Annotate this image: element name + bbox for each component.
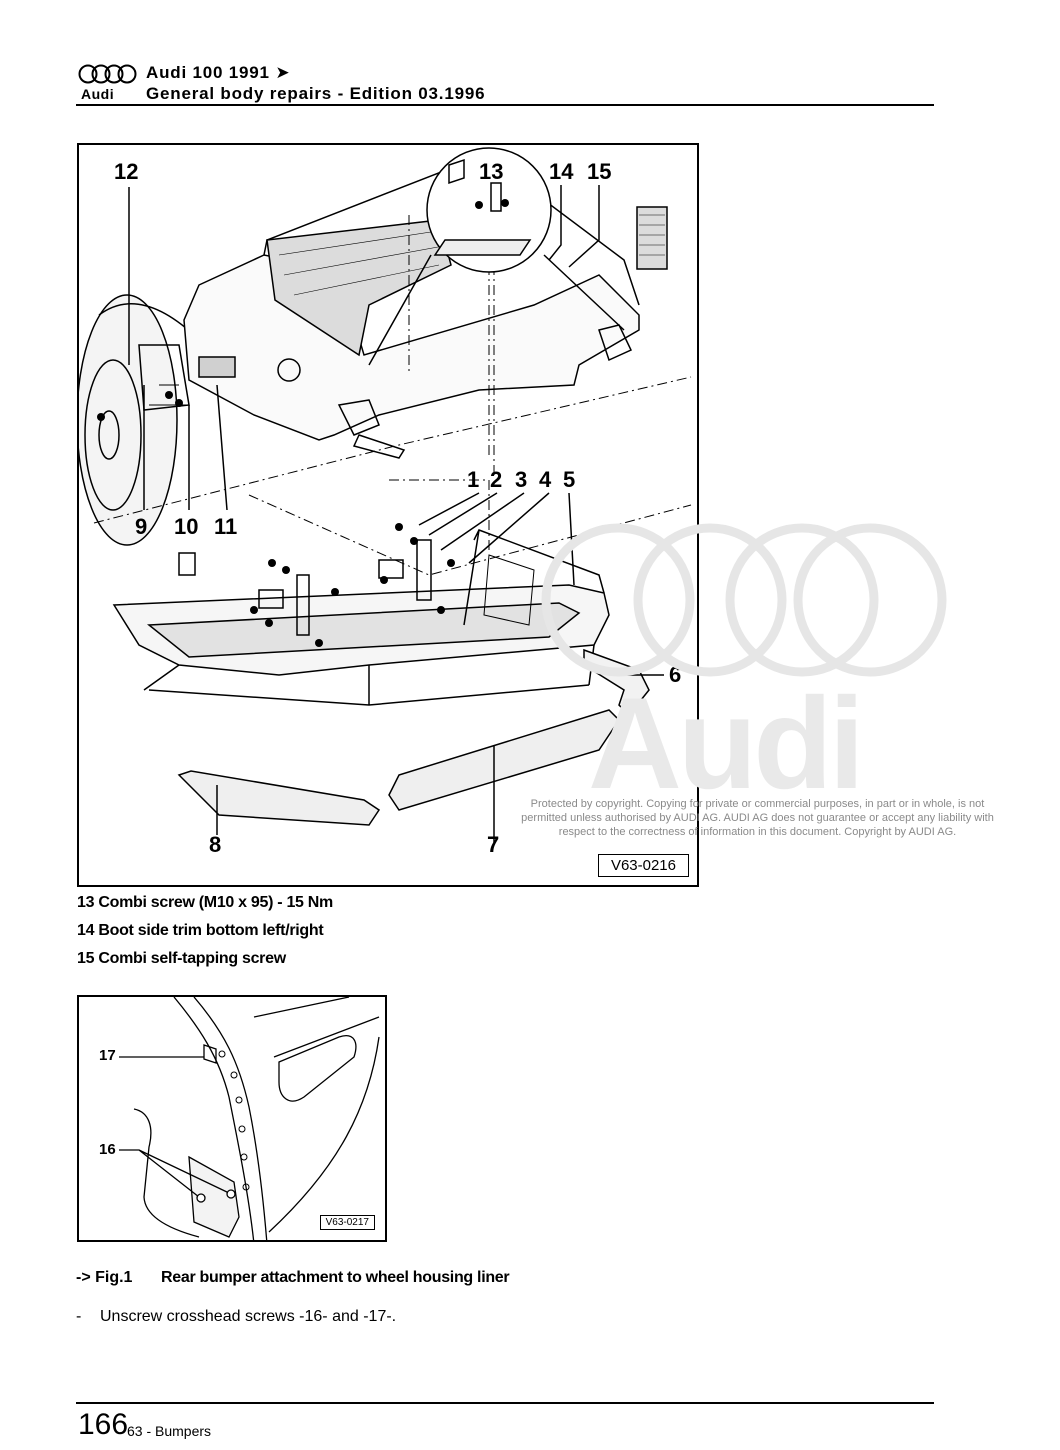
legend-item-14: 14 Boot side trim bottom left/right [77,922,324,939]
callout-7: 7 [487,832,500,857]
callout-5: 5 [563,467,576,492]
callout-16: 16 [99,1141,116,1158]
callout-4: 4 [539,467,552,492]
callout-9: 9 [135,514,148,539]
diagram-drawing-2 [119,997,380,1240]
callout-3: 3 [515,467,528,492]
copyright-notice: Protected by copyright. Copying for priv… [521,798,994,838]
header-rule [76,104,934,106]
legend-item-15: 15 Combi self-tapping screw [77,950,286,967]
rear-bumper-exploded-diagram: 12 13 14 15 9 10 11 1 2 3 4 5 6 7 8 V63-… [77,143,699,887]
callout-15: 15 [587,159,612,184]
callout-11: 11 [214,514,238,539]
wheel-housing-liner-diagram: 17 16 V63-0217 [77,995,387,1242]
watermark-wordmark: Audi [588,670,865,816]
figure-reference-code: V63-0216 [597,854,689,877]
section-title: 63 - Bumpers [127,1423,212,1439]
callout-10: 10 [174,514,199,539]
figure-caption-label: -> Fig.1 [76,1269,133,1286]
callout-2: 2 [490,467,503,492]
callout-14: 14 [549,159,574,184]
model-line: Audi 100 1991 ➤ [146,63,291,82]
step-instruction: Unscrew crosshead screws -16- and -17-. [100,1308,397,1325]
figure-reference-code-2: V63-0217 [319,1215,375,1230]
manual-title: General body repairs - Edition 03.1996 [146,84,486,103]
callout-12: 12 [114,159,139,184]
callout-17: 17 [99,1047,116,1064]
watermark-rings-logo [540,520,950,690]
callout-1: 1 [467,467,480,492]
footer-rule [76,1402,934,1404]
step-bullet: - [76,1308,82,1325]
callout-13: 13 [479,159,504,184]
legend-item-13: 13 Combi screw (M10 x 95) - 15 Nm [77,894,333,911]
figure-caption-text: Rear bumper attachment to wheel housing … [161,1269,510,1286]
brand-wordmark: Audi [81,86,115,102]
callout-8: 8 [209,832,222,857]
diagram-drawing [79,147,692,845]
page-number: 166 [78,1408,129,1441]
audi-rings-logo [78,64,138,104]
